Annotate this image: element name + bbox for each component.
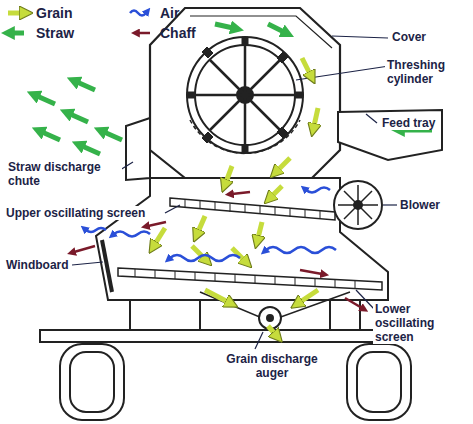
blower xyxy=(334,181,382,229)
straw-chute xyxy=(126,118,150,180)
legend-text: Straw xyxy=(36,25,74,41)
lower-screen xyxy=(135,269,355,289)
air-arrow xyxy=(114,232,150,237)
grain-arrow xyxy=(226,166,232,182)
leader-line xyxy=(72,36,397,349)
air-arrow xyxy=(170,255,240,261)
legend-sample xyxy=(138,32,150,35)
blower xyxy=(334,181,382,229)
straw-arrow xyxy=(82,146,100,154)
feed-tray xyxy=(338,110,442,160)
upper-screen xyxy=(170,198,335,220)
leader-line xyxy=(165,205,180,213)
chassis xyxy=(329,300,331,330)
threshing-cylinder xyxy=(187,37,303,153)
part-label: Straw discharge chute xyxy=(6,160,122,188)
legend-text: Chaff xyxy=(160,25,196,41)
upper-screen xyxy=(170,198,335,220)
lower-screen xyxy=(118,268,382,290)
threshing-cylinder xyxy=(187,37,303,153)
leader-line xyxy=(366,114,377,123)
straw-chute xyxy=(126,118,150,180)
leader-line xyxy=(72,262,103,265)
part-label: Windboard xyxy=(4,258,71,272)
part-label: Grain discharge auger xyxy=(212,352,332,380)
part-label: Lower oscillating screen xyxy=(373,302,469,344)
straw-arrow xyxy=(70,114,88,122)
chaff-arrow xyxy=(74,246,95,252)
grain-arrow xyxy=(268,326,275,334)
thresher-body xyxy=(96,178,388,300)
chaff-arrow xyxy=(300,270,322,274)
chaff-arrow xyxy=(345,298,362,308)
chaff-arrow xyxy=(232,192,250,194)
legend-sample xyxy=(12,31,24,36)
grain-arrow xyxy=(198,216,205,232)
windboard xyxy=(102,240,112,292)
part-label: Cover xyxy=(390,30,428,44)
legend-text: Grain xyxy=(36,5,73,21)
lower-screen xyxy=(118,268,382,290)
grain-arrow xyxy=(155,228,165,244)
straw-arrow xyxy=(37,24,432,154)
grain-arrow xyxy=(300,290,318,302)
straw-arrow xyxy=(42,132,60,140)
straw-arrow xyxy=(37,96,55,104)
part-label: Threshing cylinder xyxy=(385,58,469,86)
part-label: Blower xyxy=(398,198,442,212)
grain-arrow xyxy=(302,58,310,74)
grain-arrow xyxy=(272,186,282,196)
air-arrow xyxy=(266,247,336,253)
straw-arrow xyxy=(104,132,122,140)
grain-arrow xyxy=(314,108,318,126)
air-arrow xyxy=(306,188,330,193)
blower xyxy=(338,185,378,225)
part-label: Feed tray xyxy=(380,116,437,130)
legend-sample xyxy=(8,11,150,34)
grain-arrow xyxy=(155,58,318,334)
grain-arrow xyxy=(258,222,262,238)
thresher-body xyxy=(96,178,388,318)
chaff-arrow xyxy=(148,222,166,226)
chassis xyxy=(129,300,131,330)
threshing-cylinder xyxy=(187,37,303,153)
grain-arrow xyxy=(205,290,228,302)
wheel xyxy=(60,344,411,420)
auger xyxy=(267,315,273,321)
feed-tray xyxy=(338,110,442,160)
legend-sample xyxy=(8,11,22,16)
windboard xyxy=(102,240,112,292)
leader-line xyxy=(332,36,388,38)
chassis xyxy=(359,300,361,330)
wheel xyxy=(347,344,411,420)
cover xyxy=(150,8,340,178)
straw-arrow xyxy=(77,82,95,90)
air-arrow xyxy=(86,188,336,262)
legend-text: Air xyxy=(160,5,179,21)
leader-line xyxy=(255,332,263,349)
threshing-cylinder xyxy=(190,120,300,153)
leader-line xyxy=(383,204,397,205)
wheel xyxy=(70,352,114,412)
air-arrow xyxy=(86,228,106,232)
straw-arrow xyxy=(268,24,284,32)
chassis xyxy=(199,300,201,330)
wheel xyxy=(357,352,401,412)
straw-arrow xyxy=(215,24,233,28)
wheel xyxy=(60,344,124,420)
grain-arrow xyxy=(278,158,290,170)
cover xyxy=(150,8,340,178)
part-label: Upper oscillating screen xyxy=(4,206,147,220)
legend-sample xyxy=(130,11,146,16)
